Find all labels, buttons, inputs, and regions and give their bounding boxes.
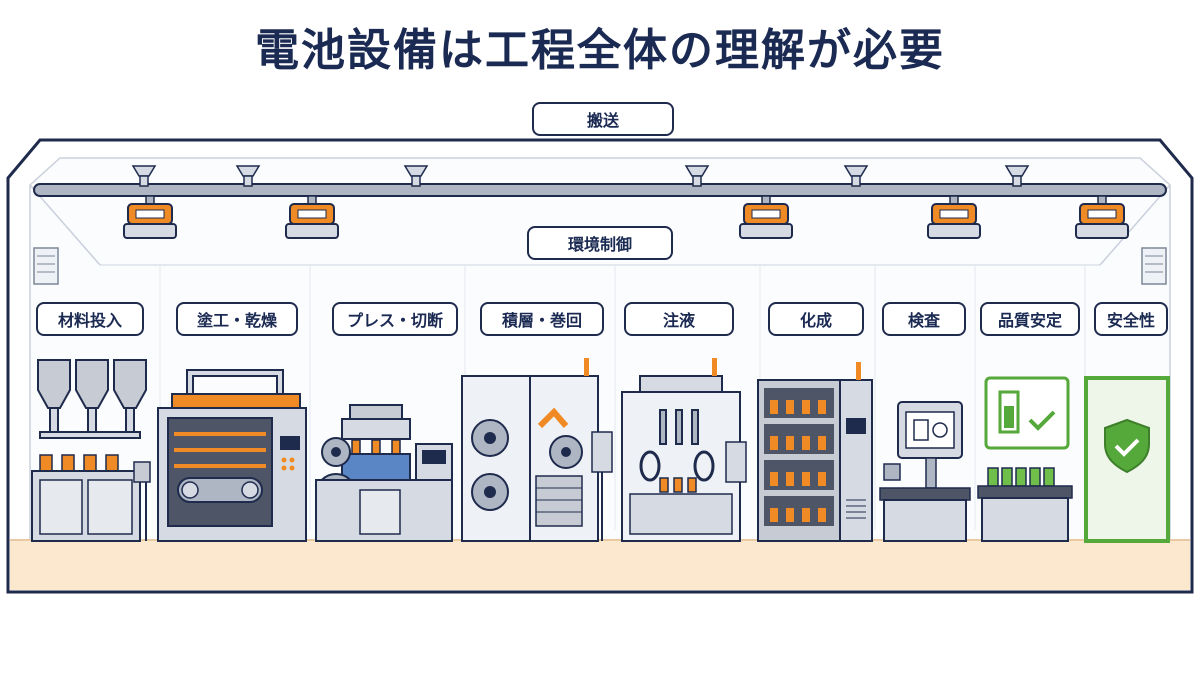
overhead-cart bbox=[739, 195, 793, 239]
floor bbox=[10, 540, 1190, 590]
electrolyte-filling-machine bbox=[621, 358, 747, 542]
safety-enclosure bbox=[1084, 376, 1170, 543]
inspection-machine bbox=[879, 401, 971, 542]
station-label-material-feed: 材料投入 bbox=[36, 302, 144, 336]
formation-rack bbox=[757, 362, 873, 542]
station-label-formation: 化成 bbox=[768, 302, 864, 336]
environment-control-label: 環境制御 bbox=[527, 226, 673, 260]
station-label-press-cutting: プレス・切断 bbox=[332, 302, 458, 336]
overhead-cart bbox=[123, 195, 177, 239]
overhead-carts bbox=[123, 195, 1129, 239]
station-label-stacking-winding: 積層・巻回 bbox=[480, 302, 604, 336]
station-label-coating-drying: 塗工・乾燥 bbox=[176, 302, 298, 336]
station-label-filling: 注液 bbox=[624, 302, 734, 336]
overhead-cart bbox=[927, 195, 981, 239]
page-title: 電池設備は工程全体の理解が必要 bbox=[255, 25, 945, 76]
overhead-rail bbox=[33, 165, 1167, 197]
overhead-cart bbox=[285, 195, 339, 239]
quality-station bbox=[977, 376, 1073, 542]
coating-drying-machine bbox=[157, 369, 307, 542]
transport-label: 搬送 bbox=[532, 102, 674, 136]
vent-right bbox=[1141, 247, 1167, 285]
stacking-winding-machine bbox=[461, 358, 613, 542]
vent-left bbox=[33, 247, 59, 285]
press-cutting-machine bbox=[315, 404, 453, 542]
material-feed-machine bbox=[31, 359, 151, 542]
station-label-safety: 安全性 bbox=[1094, 302, 1168, 336]
station-label-inspection: 検査 bbox=[882, 302, 966, 336]
overhead-cart bbox=[1075, 195, 1129, 239]
station-label-quality: 品質安定 bbox=[980, 302, 1080, 336]
